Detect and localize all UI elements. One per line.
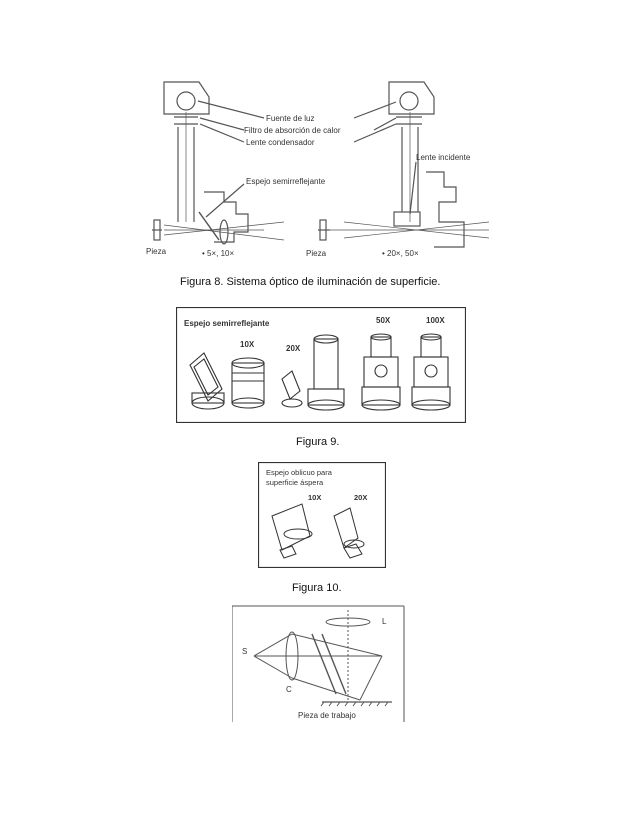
- label-condenser: Lente condensador: [246, 138, 315, 147]
- label-fig9-100x: 100X: [426, 316, 445, 325]
- label-fig9-10x: 10X: [240, 340, 255, 349]
- label-fig11-s: S: [242, 647, 247, 656]
- label-mag-right: • 20×, 50×: [382, 249, 419, 258]
- label-fig11-c: C: [286, 685, 292, 694]
- label-piece-left: Pieza: [146, 247, 167, 256]
- label-fig9-20x: 20X: [286, 344, 301, 353]
- label-fig10-title-2: superficie áspera: [266, 478, 324, 487]
- label-fig9-mirror: Espejo semirreflejante: [184, 319, 270, 328]
- label-fig11-workpiece: Pieza de trabajo: [298, 711, 356, 720]
- figure-11-diagram: S L C Pieza de trabajo: [232, 605, 405, 722]
- figure-10-diagram: Espejo oblicuo para superficie áspera 10…: [258, 462, 386, 568]
- figure-9-caption: Figura 9.: [296, 436, 340, 448]
- figure-8: Fuente de luz Filtro de absorción de cal…: [144, 72, 494, 272]
- label-fig10-10x: 10X: [308, 493, 321, 502]
- figure-8-caption: Figura 8. Sistema óptico de iluminación …: [180, 276, 441, 288]
- label-heat-filter: Filtro de absorción de calor: [244, 126, 341, 135]
- label-fig9-50x: 50X: [376, 316, 391, 325]
- label-fig10-20x: 20X: [354, 493, 367, 502]
- figure-10-caption: Figura 10.: [292, 582, 342, 594]
- figure-11: S L C Pieza de trabajo: [232, 604, 412, 724]
- label-mag-left: • 5×, 10×: [202, 249, 234, 258]
- label-light-source: Fuente de luz: [266, 114, 314, 123]
- label-semi-mirror: Espejo semirreflejante: [246, 177, 326, 186]
- figure-9: Espejo semirreflejante 10X 20X 50X 100X: [176, 307, 466, 423]
- label-incident-lens: Lente incidente: [416, 153, 471, 162]
- figure-9-diagram: Espejo semirreflejante 10X 20X 50X 100X: [176, 307, 466, 423]
- label-piece-right: Pieza: [306, 249, 327, 258]
- figure-8-diagram: Fuente de luz Filtro de absorción de cal…: [146, 81, 490, 258]
- label-fig10-title-1: Espejo oblicuo para: [266, 468, 333, 477]
- label-fig11-l: L: [382, 617, 387, 626]
- figure-10: Espejo oblicuo para superficie áspera 10…: [258, 462, 386, 568]
